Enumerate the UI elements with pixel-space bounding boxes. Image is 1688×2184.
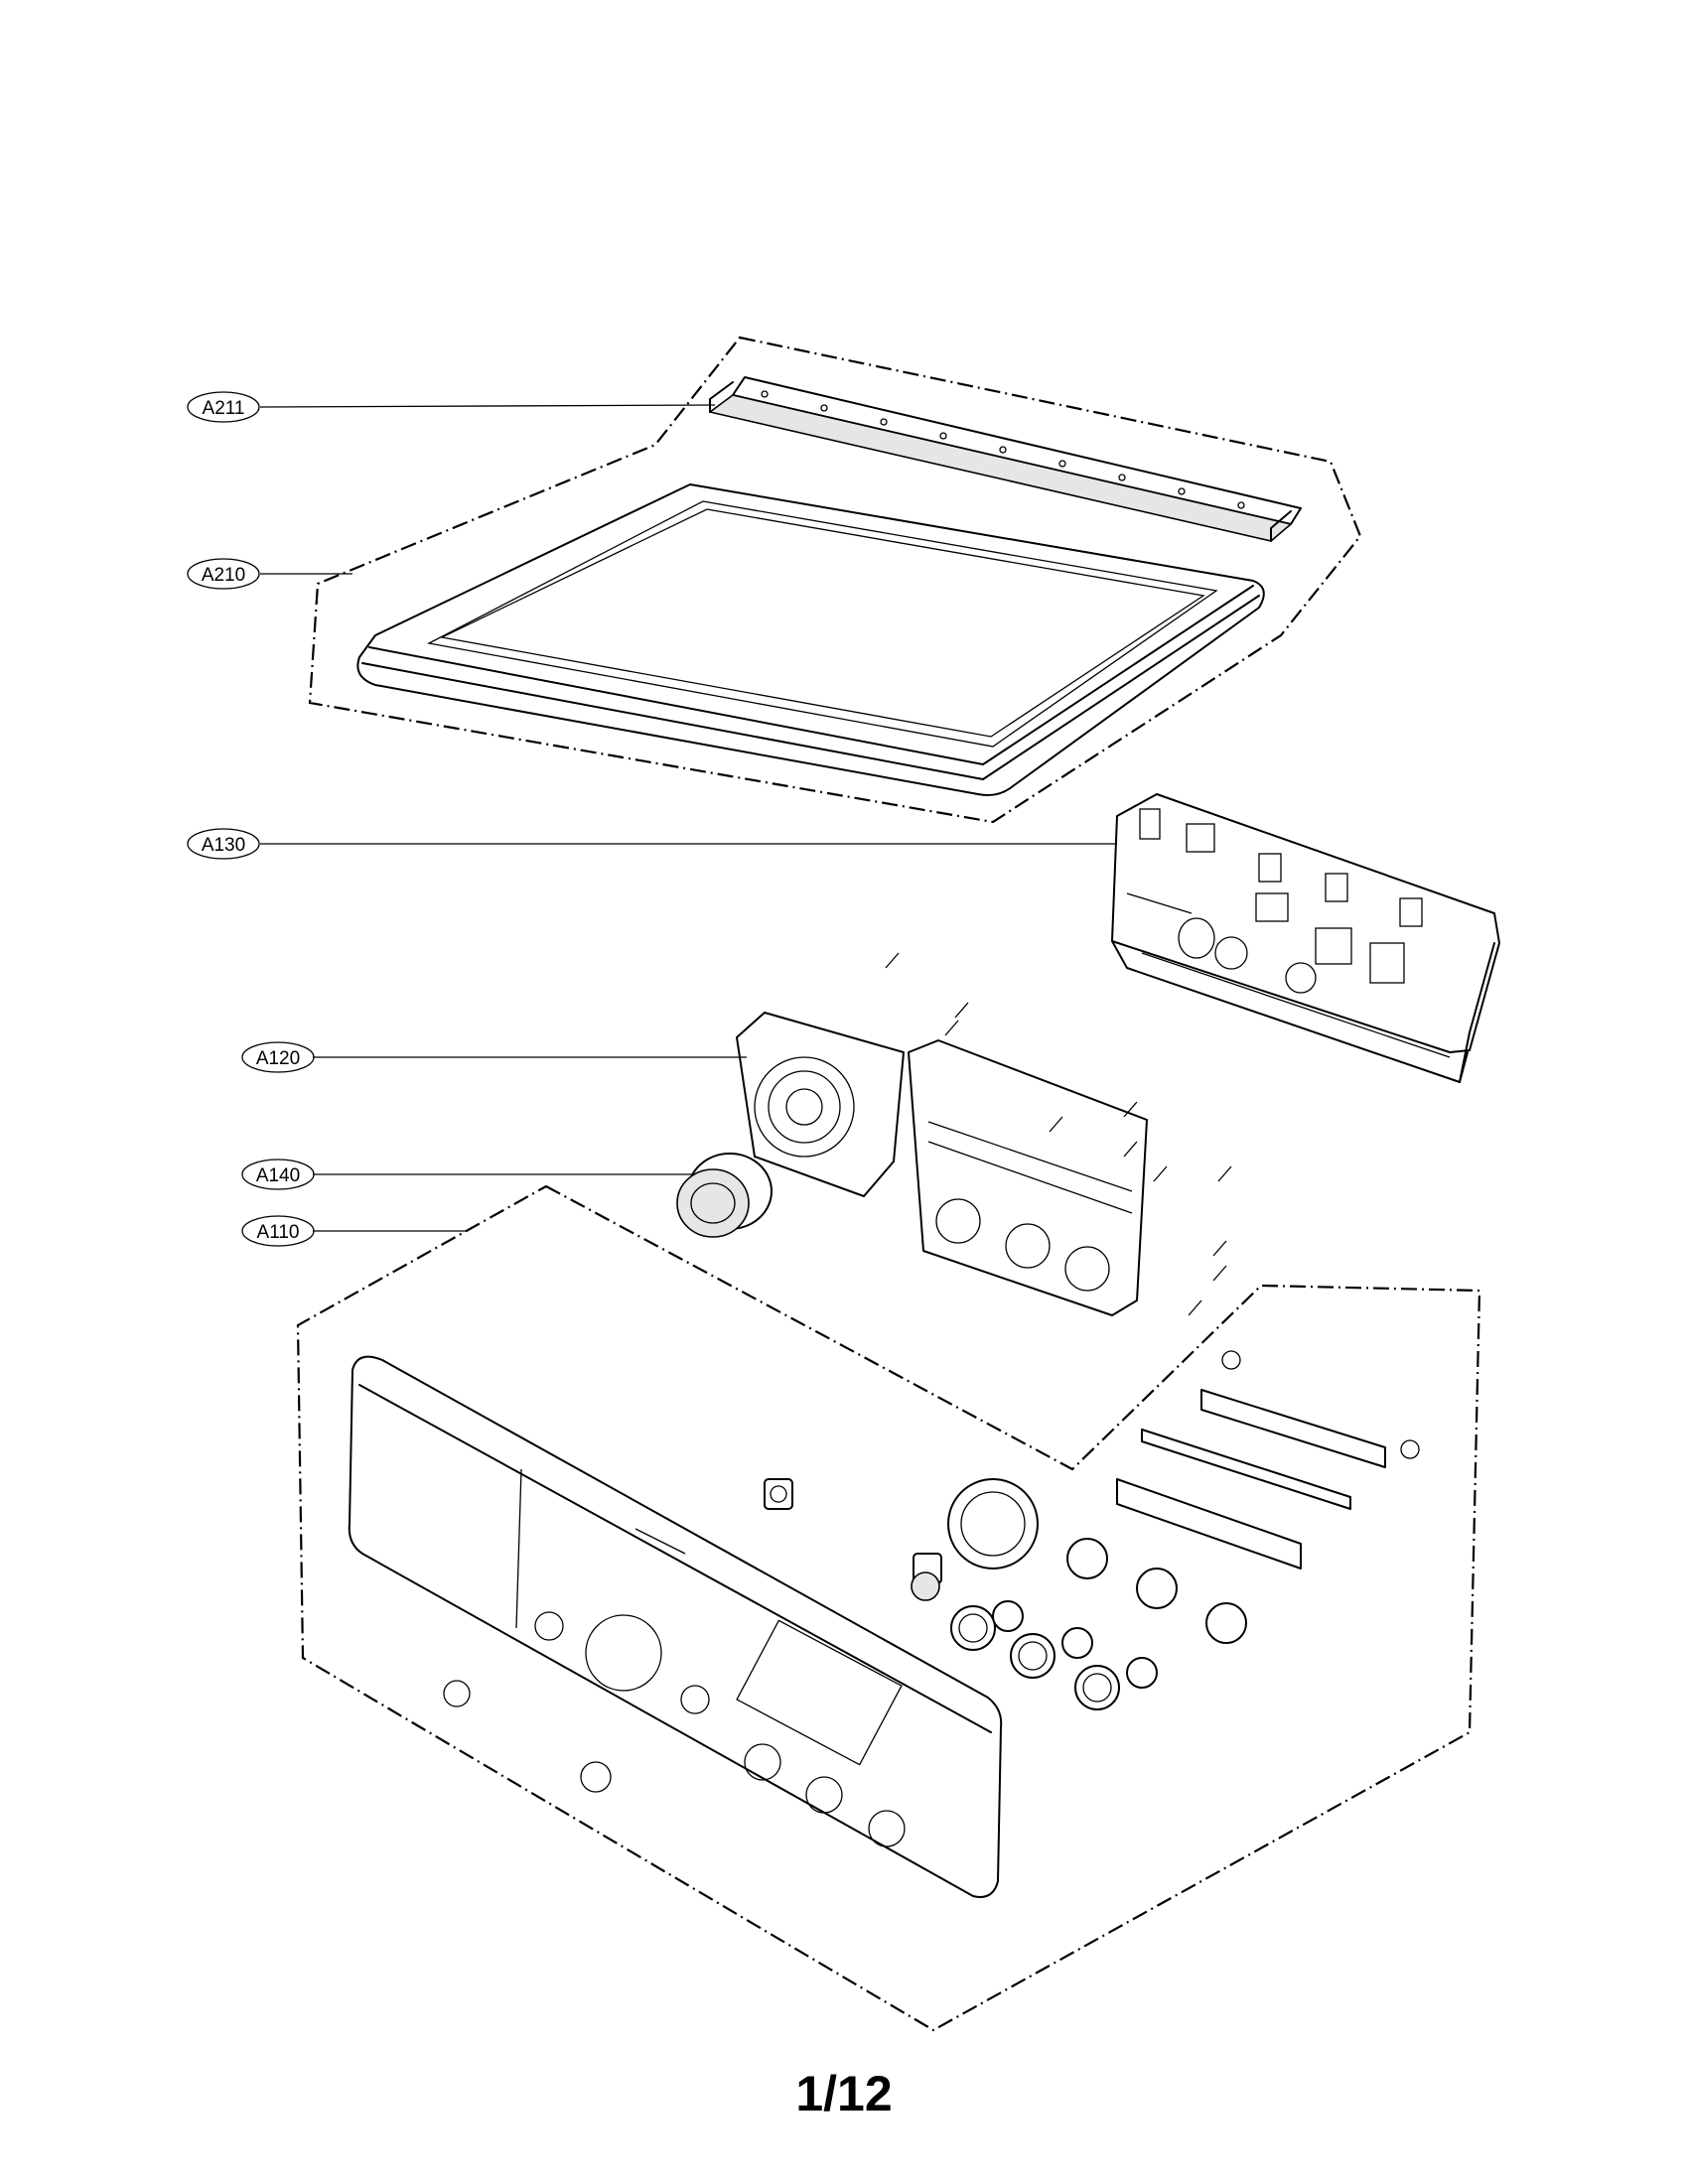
svg-text:A130: A130 <box>202 835 245 856</box>
svg-text:A140: A140 <box>256 1165 300 1186</box>
svg-text:A211: A211 <box>203 398 245 419</box>
callout-leaders <box>259 404 1117 1232</box>
callout-a140: A140 <box>241 1159 315 1190</box>
loose-buttons-and-rings <box>764 1350 1420 1710</box>
screws <box>885 952 1232 1316</box>
top-assembly-boundary <box>308 336 1362 824</box>
part-a110-control-panel <box>348 1355 1003 1898</box>
page-number: 1/12 <box>795 2066 893 2121</box>
part-a120-control-frame <box>736 952 1232 1316</box>
svg-text:A120: A120 <box>256 1048 300 1069</box>
part-a211-bracket <box>709 376 1302 542</box>
callout-a210: A210 <box>187 558 260 590</box>
callout-a211: A211 <box>187 391 260 423</box>
part-a140-knob <box>676 1153 773 1238</box>
callout-a130: A130 <box>187 828 260 860</box>
part-a210-top-cover <box>356 483 1265 796</box>
svg-text:A110: A110 <box>257 1222 300 1243</box>
control-panel-boundary <box>296 1184 1481 2032</box>
callout-a120: A120 <box>241 1041 315 1073</box>
svg-text:A210: A210 <box>202 565 245 586</box>
part-a130-pcb-housing <box>1111 793 1500 1083</box>
callout-a110: A110 <box>241 1215 315 1247</box>
